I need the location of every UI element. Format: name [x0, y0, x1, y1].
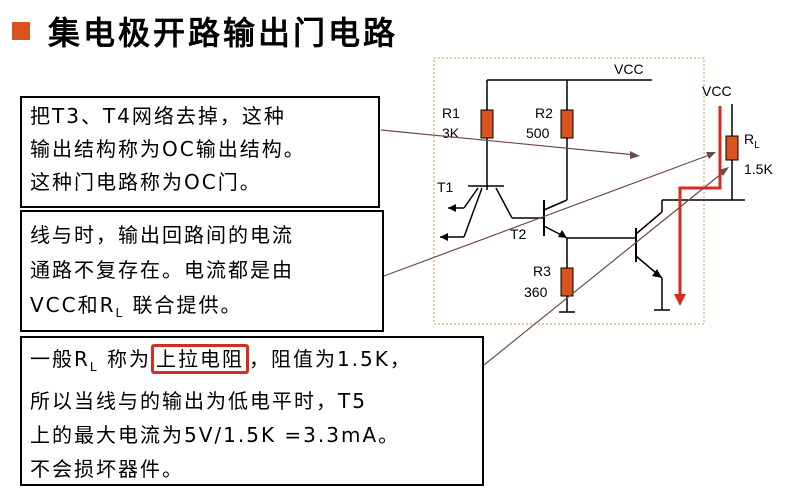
t1-label: T1 — [437, 179, 454, 195]
r1-resistor — [480, 109, 494, 139]
current-path-arrow — [678, 106, 722, 298]
rl-value: 1.5K — [744, 161, 773, 177]
rl-label: RL — [744, 131, 760, 151]
oc-definition-box: 把T3、T4网络去掉，这种 输出结构称为OC输出结构。 这种门电路称为OC门。 — [20, 96, 380, 208]
r3-label: R3 — [533, 263, 551, 279]
box2-line3: VCC和RL 联合提供。 — [30, 293, 243, 320]
r1-value: 3K — [442, 125, 460, 141]
rl-resistor — [725, 135, 739, 161]
box3-line2: 所以当线与的输出为低电平时，T5 — [30, 389, 367, 413]
pullup-resistor-box: 一般RL 称为上拉电阻，阻值为1.5K， 所以当线与的输出为低电平时，T5 上的… — [20, 336, 484, 486]
r2-resistor — [560, 109, 574, 139]
pullup-highlight: 上拉电阻 — [150, 344, 249, 374]
wired-and-box: 线与时，输出回路间的电流 通路不复存在。电流都是由 VCC和RL 联合提供。 — [20, 210, 384, 332]
box1-line3: 这种门电路称为OC门。 — [30, 170, 262, 194]
box1-line2: 输出结构称为OC输出结构。 — [30, 137, 306, 161]
r2-value: 500 — [526, 125, 550, 141]
r2-label: R2 — [535, 105, 553, 121]
box3-line3: 上的最大电流为5V/1.5K =3.3mA。 — [30, 423, 401, 447]
slide-title: 集电极开路输出门电路 — [48, 14, 399, 52]
r3-value: 360 — [524, 284, 548, 300]
box2-line2: 通路不复存在。电流都是由 — [30, 258, 294, 282]
vcc-label: VCC — [614, 61, 644, 77]
title-bullet-icon — [12, 22, 30, 40]
r1-label: R1 — [442, 105, 460, 121]
box2-line1: 线与时，输出回路间的电流 — [30, 223, 294, 247]
t2-label: T2 — [510, 226, 527, 242]
vcc2-label: VCC — [702, 83, 732, 99]
r3-resistor — [560, 267, 574, 297]
box3-line4: 不会损坏器件。 — [30, 457, 184, 481]
box1-line1: 把T3、T4网络去掉，这种 — [30, 104, 286, 128]
box3-line1: 一般RL 称为上拉电阻，阻值为1.5K， — [30, 342, 474, 384]
